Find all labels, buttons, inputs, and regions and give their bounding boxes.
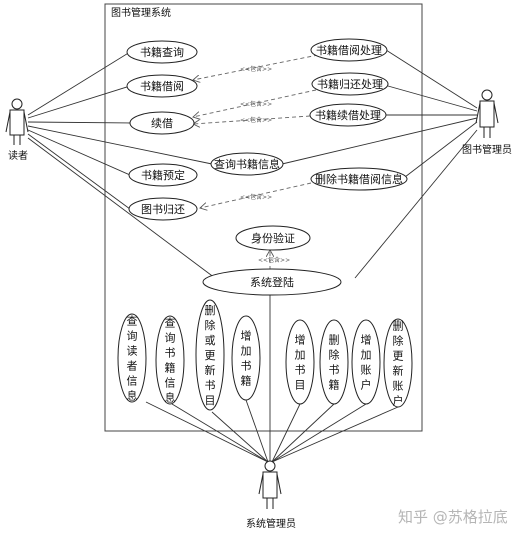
use-case-renew-process[interactable]: [309, 103, 387, 127]
use-case-delete-update-account[interactable]: [383, 318, 413, 408]
reader-associations: [27, 51, 216, 279]
include-relations: <<包含>> <<包含>> <<包含>> <<包含>> <<包含>>: [193, 54, 319, 270]
use-case-system-login[interactable]: [202, 268, 342, 296]
use-case-label: 书籍预定: [141, 168, 185, 182]
use-case-delete-borrow-info[interactable]: [310, 167, 408, 191]
system-title: 图书管理系统: [111, 6, 171, 19]
use-case-book-query[interactable]: [126, 40, 198, 64]
use-case-renew[interactable]: [129, 111, 195, 135]
admin-associations: [145, 295, 399, 463]
actor-reader-icon[interactable]: [5, 98, 29, 145]
actor-admin-icon[interactable]: [258, 460, 282, 509]
include-label: <<包含>>: [258, 256, 290, 264]
use-case-label: 查询读者信息: [127, 314, 138, 403]
actor-admin-label: 系统管理员: [246, 517, 296, 530]
use-case-borrow-process[interactable]: [310, 38, 388, 62]
librarian-associations: [281, 49, 478, 279]
use-case-label: 系统登陆: [250, 275, 294, 289]
use-case-book-borrow[interactable]: [126, 74, 198, 98]
use-case-delete-update-catalog[interactable]: [195, 299, 225, 411]
include-label: <<包含>>: [240, 100, 272, 108]
use-case-add-book[interactable]: [231, 315, 261, 401]
actor-reader-label: 读者: [8, 149, 28, 162]
include-label: <<包含>>: [240, 193, 272, 201]
use-case-label: 增加书目: [295, 333, 306, 392]
watermark: 知乎 @苏格拉底: [398, 508, 508, 526]
actor-librarian-label: 图书管理员: [462, 143, 512, 156]
use-case-label: 身份验证: [251, 231, 295, 245]
use-case-query-book-info-admin[interactable]: [155, 315, 185, 405]
use-case-label: 图书归还: [141, 202, 185, 216]
use-case-label: 书籍借阅处理: [316, 43, 382, 57]
use-case-label: 增加账户: [361, 333, 372, 392]
use-case-delete-book[interactable]: [319, 319, 349, 405]
use-case-add-catalog[interactable]: [285, 319, 315, 405]
include-label: <<包含>>: [240, 65, 272, 73]
use-case-label: 书籍查询: [140, 45, 184, 59]
use-case-label: 书籍借阅: [140, 79, 184, 93]
use-case-return-process[interactable]: [311, 72, 389, 96]
use-case-label: 查询书籍信息: [165, 316, 176, 405]
use-case-label: 删除书籍借阅信息: [315, 172, 403, 186]
use-case-book-reserve[interactable]: [128, 163, 198, 187]
use-case-label: 删除书籍: [329, 334, 340, 392]
actor-librarian-icon[interactable]: [475, 89, 499, 138]
system-boundary: [104, 3, 423, 432]
use-case-label: 书籍续借处理: [315, 108, 381, 122]
use-case-label: 查询书籍信息: [214, 157, 280, 171]
use-case-book-return[interactable]: [128, 197, 198, 221]
use-case-label: 书籍归还处理: [317, 77, 383, 91]
use-case-query-reader-info[interactable]: [117, 313, 147, 403]
use-case-query-book-info[interactable]: [210, 152, 284, 176]
use-case-label: 增加书籍: [241, 329, 252, 388]
use-case-label: 删除更新账户: [393, 320, 404, 408]
use-case-add-account[interactable]: [351, 319, 381, 405]
use-case-label: 续借: [151, 116, 173, 130]
use-case-label: 删除或更新书目: [205, 304, 216, 407]
use-case-identity-verify[interactable]: [235, 225, 311, 251]
include-label: <<包含>>: [240, 116, 272, 124]
